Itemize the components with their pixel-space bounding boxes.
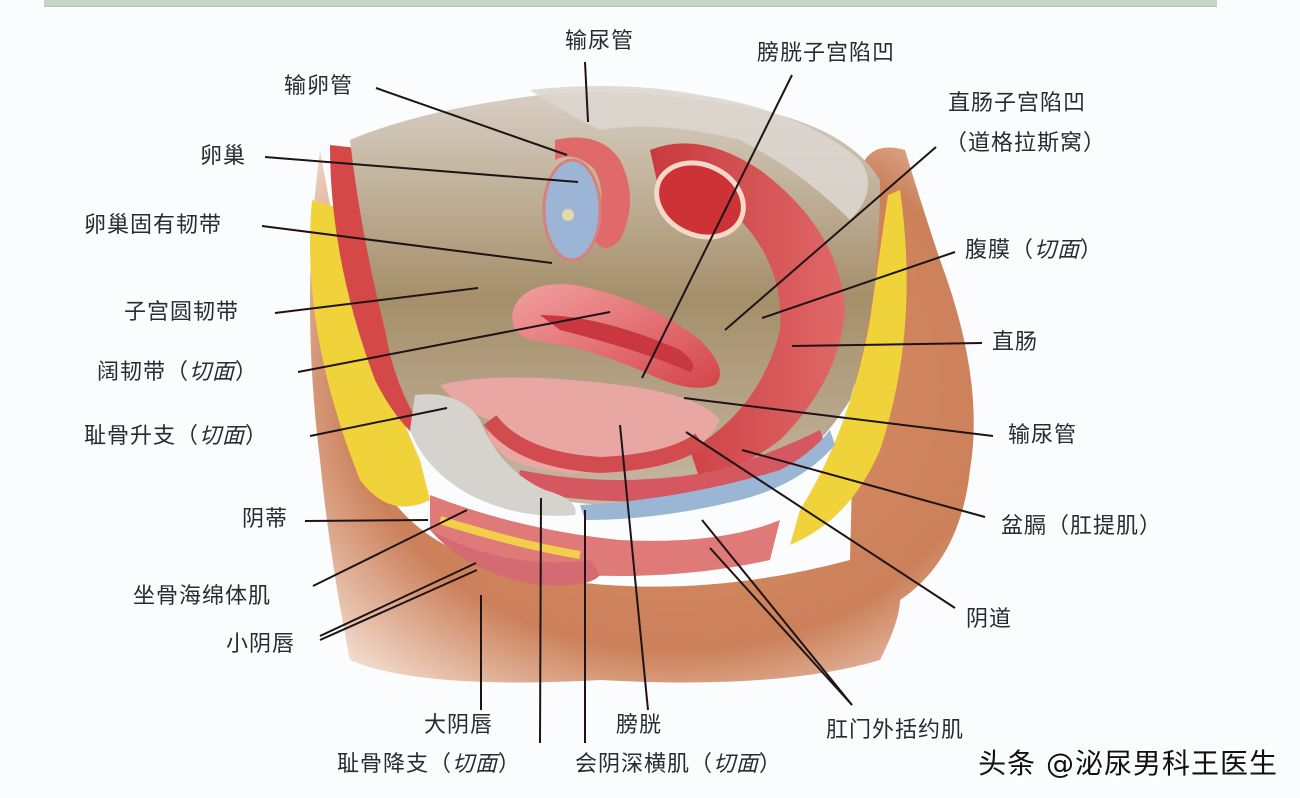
labia-shape xyxy=(430,530,600,586)
label-labia-minora: 小阴唇 xyxy=(226,632,296,657)
label-deep-transverse-perineal-cut: 会阴深横肌（切面） xyxy=(575,754,782,776)
paren-close: ） xyxy=(235,360,259,385)
cut-section-text: 切面 xyxy=(1034,238,1081,263)
cut-section-text: 切面 xyxy=(452,752,499,777)
label-fallopian-tube: 输卵管 xyxy=(284,74,354,99)
paren-close: ） xyxy=(759,752,783,777)
label-round-ligament: 子宫圆韧带 xyxy=(124,300,240,325)
paren-open: （ xyxy=(166,360,190,385)
label-ischiocavernosus: 坐骨海绵体肌 xyxy=(133,584,272,609)
cut-section-text: 切面 xyxy=(189,360,236,385)
label-peritoneum-cut: 腹膜（切面） xyxy=(965,240,1103,262)
label-deep-transverse-perineal: 会阴深横肌 xyxy=(575,752,691,777)
label-peritoneum: 腹膜 xyxy=(965,238,1012,263)
label-vagina: 阴道 xyxy=(966,607,1013,632)
label-pelvic-diaphragm: 盆膈（肛提肌） xyxy=(1001,514,1163,539)
ovary-shape xyxy=(542,158,602,262)
rectum-shape xyxy=(650,143,845,481)
fallopian-tube-shape xyxy=(555,137,630,248)
paren-close: ） xyxy=(245,424,269,449)
label-pubic-descending-ramus: 耻骨降支 xyxy=(337,752,430,777)
label-pubic-descending-ramus-cut: 耻骨降支（切面） xyxy=(337,754,521,776)
label-labia-majora: 大阴唇 xyxy=(424,713,494,738)
label-vesicouterine-pouch: 膀胱子宫陷凹 xyxy=(757,41,896,66)
perineal-fat xyxy=(438,516,581,559)
body-skin xyxy=(310,147,974,683)
paren-close: ） xyxy=(1080,238,1104,263)
label-broad-ligament-cut: 阔韧带（切面） xyxy=(97,362,258,384)
label-rectum: 直肠 xyxy=(992,330,1039,355)
peritoneum-folds xyxy=(530,86,868,220)
label-rectouterine-pouch: 直肠子宫陷凹 xyxy=(948,91,1087,116)
leader-lines xyxy=(261,61,994,744)
paren-open: （ xyxy=(690,752,714,777)
label-clitoris: 阴蒂 xyxy=(242,507,289,532)
paren-open: （ xyxy=(176,424,200,449)
ovary-follicle xyxy=(562,209,574,221)
top-strip xyxy=(44,0,1217,7)
bladder-wall xyxy=(483,414,705,474)
label-ureter-top: 输尿管 xyxy=(565,29,635,54)
label-ureter-right: 输尿管 xyxy=(1008,423,1078,448)
cut-section-text: 切面 xyxy=(199,424,246,449)
label-pubic-ascending-ramus: 耻骨升支 xyxy=(84,424,177,449)
cut-section-text: 切面 xyxy=(713,752,760,777)
label-douglas-pouch: （道格拉斯窝） xyxy=(945,131,1107,156)
ureter-band xyxy=(580,430,835,520)
label-broad-ligament: 阔韧带 xyxy=(97,360,167,385)
pubic-bone xyxy=(410,394,576,516)
label-ovarian-ligament: 卵巢固有韧带 xyxy=(84,213,223,238)
uterus-cavity xyxy=(540,315,694,372)
label-ovary: 卵巢 xyxy=(200,144,247,169)
label-external-anal-sphincter: 肛门外括约肌 xyxy=(826,718,965,743)
label-pubic-ascending-ramus-cut: 耻骨升支（切面） xyxy=(84,426,268,448)
perineal-muscles xyxy=(430,495,780,576)
paren-open: （ xyxy=(429,752,453,777)
paren-close: ） xyxy=(498,752,522,777)
bladder-shape xyxy=(440,377,720,474)
paren-open: （ xyxy=(1011,238,1035,263)
watermark: 头条 @泌尿男科王医生 xyxy=(978,747,1278,780)
label-bladder: 膀胱 xyxy=(616,713,663,738)
